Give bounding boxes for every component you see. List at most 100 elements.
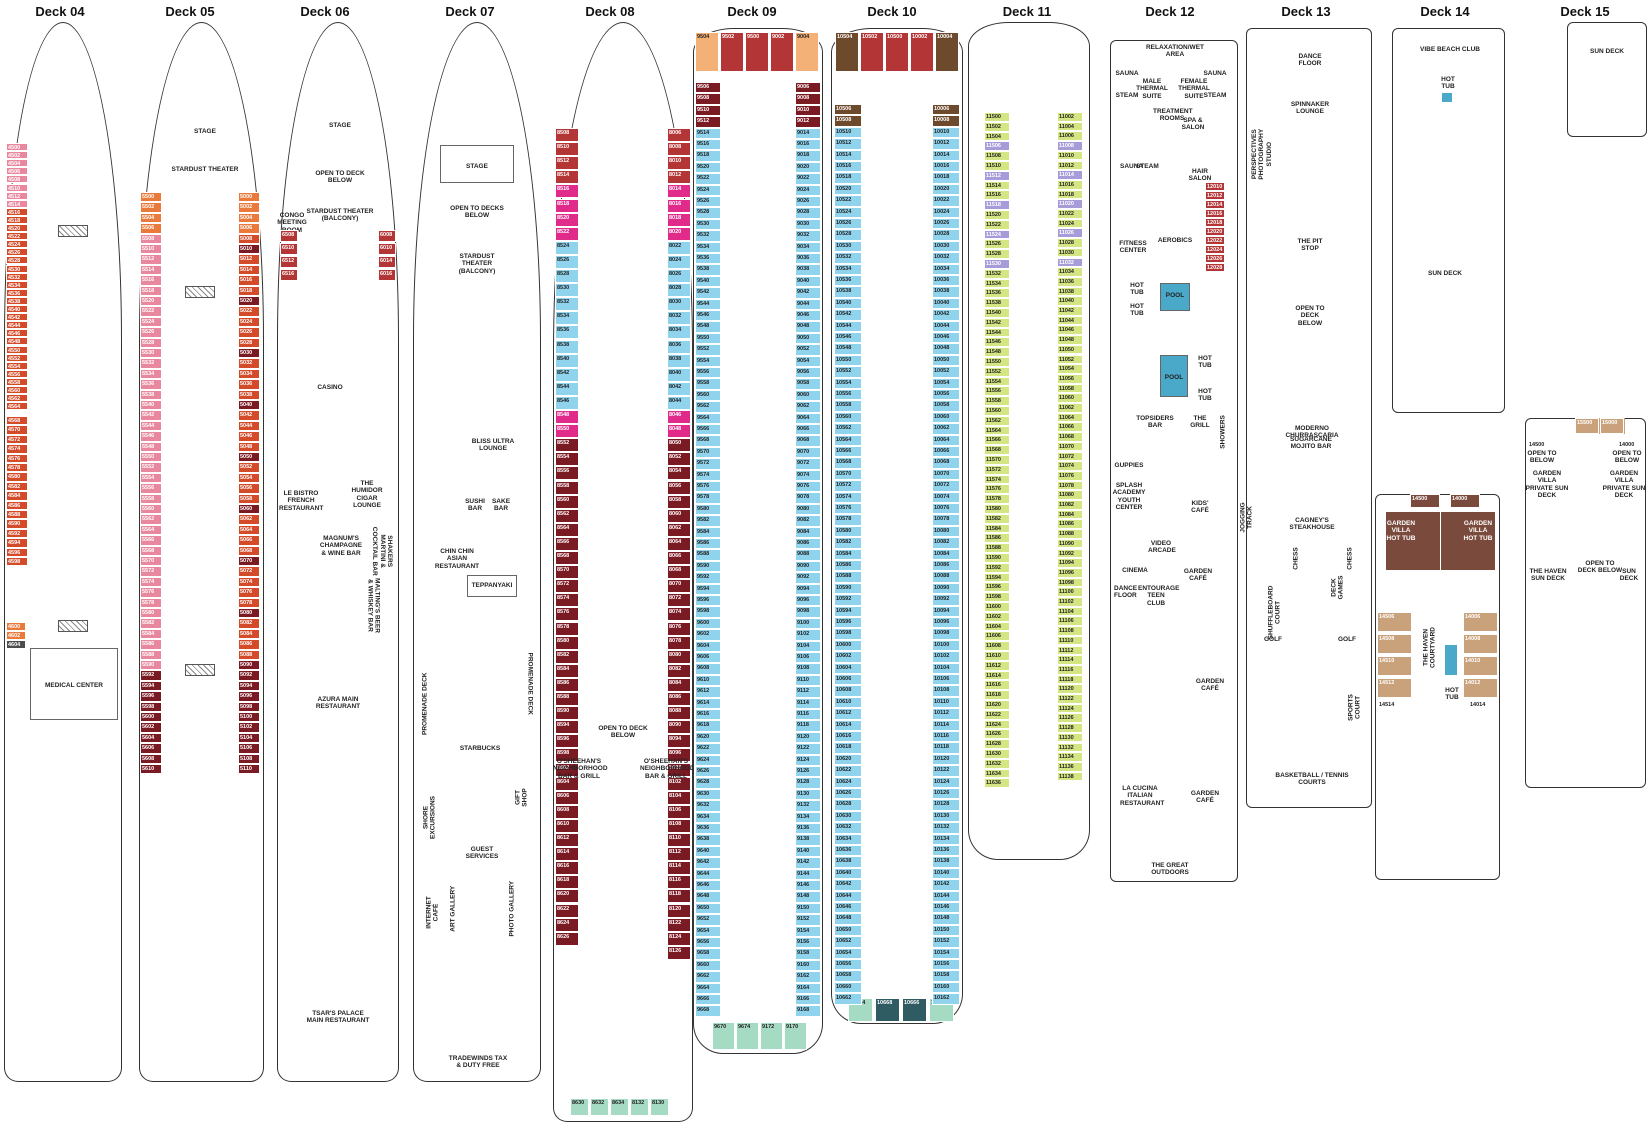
cabin[interactable]: 10524 (834, 206, 862, 218)
cabin[interactable]: 10556 (834, 389, 862, 401)
cabin[interactable]: 5016 (238, 275, 260, 286)
cabin[interactable]: 11100 (1057, 587, 1083, 597)
cabin[interactable]: 6016 (378, 269, 396, 281)
cabin[interactable]: 11136 (1057, 761, 1083, 772)
cabin[interactable]: 5024 (238, 316, 260, 328)
cabin[interactable]: 11028 (1057, 238, 1083, 248)
cabin[interactable]: 10156 (932, 959, 960, 971)
cabin[interactable]: 10632 (834, 822, 862, 834)
cabin[interactable]: 9140 (795, 845, 821, 858)
cabin[interactable]: 8108 (667, 818, 691, 833)
cabin[interactable]: 11594 (984, 572, 1010, 583)
cabin[interactable]: 11098 (1057, 577, 1083, 588)
cabin[interactable]: 8040 (667, 367, 691, 382)
cabin[interactable]: 9504 (695, 32, 719, 72)
cabin[interactable]: 5560 (140, 504, 162, 515)
cabin[interactable]: 8576 (555, 607, 579, 622)
cabin[interactable]: 11096 (1057, 567, 1083, 578)
cabin[interactable]: 11124 (1057, 703, 1083, 714)
cabin[interactable]: 5048 (238, 441, 260, 452)
cabin[interactable]: 9136 (795, 823, 821, 835)
cabin[interactable]: 10066 (932, 446, 960, 458)
cabin[interactable]: 5588 (140, 649, 162, 660)
cabin[interactable]: 8630 (570, 1098, 589, 1116)
cabin[interactable]: 11038 (1057, 286, 1083, 297)
cabin[interactable]: 5590 (140, 660, 162, 671)
cabin[interactable]: 9558 (695, 378, 721, 390)
cabin[interactable]: 11524 (984, 229, 1010, 240)
cabin[interactable]: 8018 (667, 212, 691, 227)
cabin[interactable]: 5060 (238, 504, 260, 515)
cabin[interactable]: 9080 (795, 503, 821, 516)
cabin[interactable]: 11010 (1057, 150, 1083, 161)
cabin[interactable]: 10626 (834, 788, 862, 800)
cabin[interactable]: 10620 (834, 753, 862, 766)
cabin[interactable]: 14500 (1527, 440, 1551, 450)
cabin[interactable]: 9640 (695, 845, 721, 858)
cabin[interactable]: 5094 (238, 680, 260, 692)
cabin[interactable]: 6512 (280, 256, 298, 268)
cabin[interactable]: 8572 (555, 579, 579, 594)
cabin[interactable]: 4522 (6, 232, 28, 241)
cabin[interactable]: 11544 (984, 327, 1010, 338)
cabin[interactable]: 14010 (1463, 656, 1498, 676)
cabin[interactable]: 11114 (1057, 655, 1083, 665)
cabin[interactable]: 8060 (667, 508, 691, 523)
cabin[interactable]: 5606 (140, 743, 162, 754)
cabin[interactable]: 10534 (834, 263, 862, 275)
cabin[interactable]: 10644 (834, 890, 862, 902)
cabin[interactable]: 11546 (984, 337, 1010, 348)
cabin[interactable]: 8014 (667, 184, 691, 199)
cabin[interactable]: 11050 (1057, 344, 1083, 355)
cabin[interactable]: 10594 (834, 605, 862, 617)
cabin[interactable]: 9020 (795, 161, 821, 174)
cabin[interactable]: 5086 (238, 639, 260, 650)
cabin[interactable]: 10028 (932, 229, 960, 241)
cabin[interactable]: 5522 (140, 306, 162, 317)
cabin[interactable]: 9674 (736, 1022, 759, 1050)
cabin[interactable]: 10666 (902, 998, 927, 1022)
cabin[interactable]: 11578 (984, 494, 1010, 504)
cabin[interactable]: 8548 (555, 410, 579, 425)
cabin[interactable]: 11612 (984, 660, 1010, 671)
cabin[interactable]: 9076 (795, 481, 821, 493)
cabin[interactable]: 8114 (667, 861, 691, 876)
cabin[interactable]: 9554 (695, 355, 721, 367)
cabin[interactable]: 8568 (555, 551, 579, 566)
cabin[interactable]: 5102 (238, 722, 260, 733)
cabin[interactable]: 10076 (932, 503, 960, 515)
cabin[interactable]: 10502 (860, 32, 884, 72)
cabin[interactable]: 11126 (1057, 713, 1083, 724)
cabin[interactable]: 10610 (834, 696, 862, 709)
cabin[interactable]: 8042 (667, 381, 691, 396)
cabin[interactable]: 5574 (140, 576, 162, 588)
cabin[interactable]: 10628 (834, 799, 862, 811)
cabin[interactable]: 10668 (875, 998, 900, 1022)
cabin[interactable]: 5090 (238, 660, 260, 671)
cabin[interactable]: 10068 (932, 457, 960, 469)
cabin[interactable]: 11138 (1057, 771, 1083, 782)
cabin[interactable]: 8538 (555, 339, 579, 354)
cabin[interactable]: 9112 (795, 686, 821, 698)
cabin[interactable]: 11634 (984, 768, 1010, 779)
cabin[interactable]: 5092 (238, 670, 260, 681)
cabin[interactable]: 9572 (695, 458, 721, 470)
cabin[interactable]: 4574 (6, 444, 28, 454)
cabin[interactable]: 5598 (140, 701, 162, 712)
cabin[interactable]: 8124 (667, 931, 691, 946)
cabin[interactable]: 8542 (555, 367, 579, 382)
cabin[interactable]: 5004 (238, 212, 260, 224)
cabin[interactable]: 5532 (140, 358, 162, 369)
cabin[interactable]: 4600 (6, 622, 26, 631)
cabin[interactable]: 10528 (834, 229, 862, 241)
cabin[interactable]: 5548 (140, 441, 162, 452)
cabin[interactable]: 12022 (1205, 236, 1225, 245)
cabin[interactable]: 8560 (555, 494, 579, 509)
cabin[interactable]: 10596 (834, 617, 862, 629)
cabin[interactable]: 11530 (984, 259, 1010, 269)
cabin[interactable]: 10646 (834, 902, 862, 914)
cabin[interactable]: 9532 (695, 230, 721, 242)
cabin[interactable]: 12014 (1205, 200, 1225, 209)
cabin[interactable]: 9160 (795, 959, 821, 972)
cabin[interactable]: 11048 (1057, 335, 1083, 345)
